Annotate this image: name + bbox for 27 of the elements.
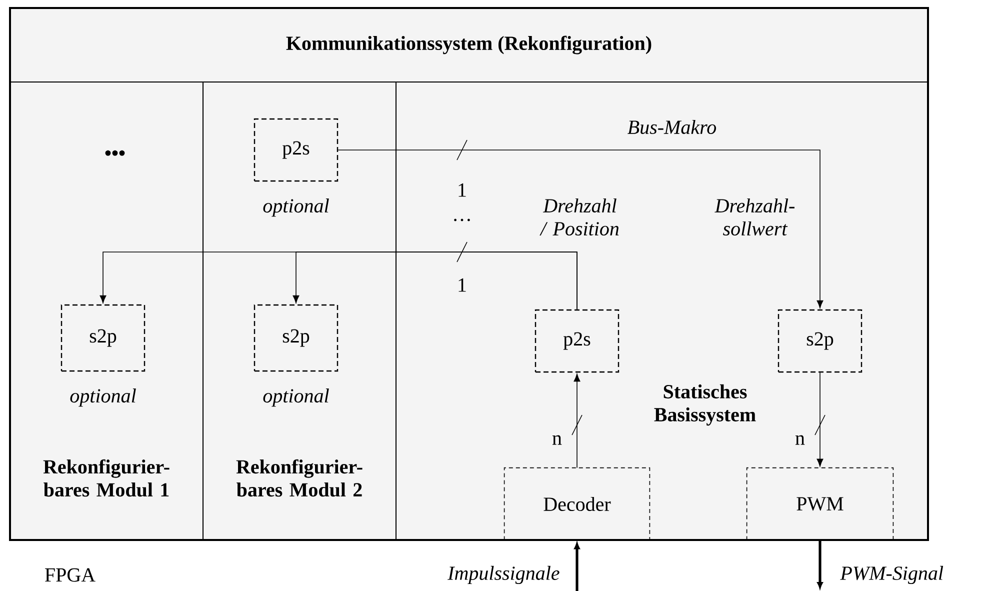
signal-label: 1	[458, 278, 466, 292]
edge-label: Bus-Makro	[625, 118, 719, 136]
beside-note: optional	[263, 388, 329, 407]
converter-box: s2p	[778, 309, 862, 373]
beside-note: optional	[70, 388, 136, 407]
arrow	[816, 372, 824, 467]
converter-box: p2s	[534, 309, 620, 373]
signal-label: n	[795, 435, 805, 445]
node-label: FPGA	[45, 568, 96, 582]
arrow	[338, 150, 824, 308]
arrow	[574, 374, 580, 468]
converter-box: s2p	[254, 304, 338, 372]
header-band: Kommunikationssystem (Rekonfiguration)	[10, 8, 928, 82]
signal-label: Drehzahl / Position	[540, 198, 619, 236]
arrow	[817, 540, 823, 588]
signal-label: …	[454, 218, 470, 222]
beside-note: optional	[263, 198, 329, 217]
arrow	[292, 252, 578, 310]
signal-label: n	[552, 435, 562, 445]
converter-box: s2p	[60, 304, 146, 372]
signal-label: 1	[458, 183, 466, 197]
block-box: Decoder	[504, 467, 650, 541]
converter-box: p2s	[254, 118, 338, 182]
block-box: PWM	[746, 467, 894, 541]
signal-label: Drehzahl-sollwert	[714, 198, 794, 236]
arrow	[574, 542, 580, 591]
signal-label: •••	[105, 150, 125, 156]
